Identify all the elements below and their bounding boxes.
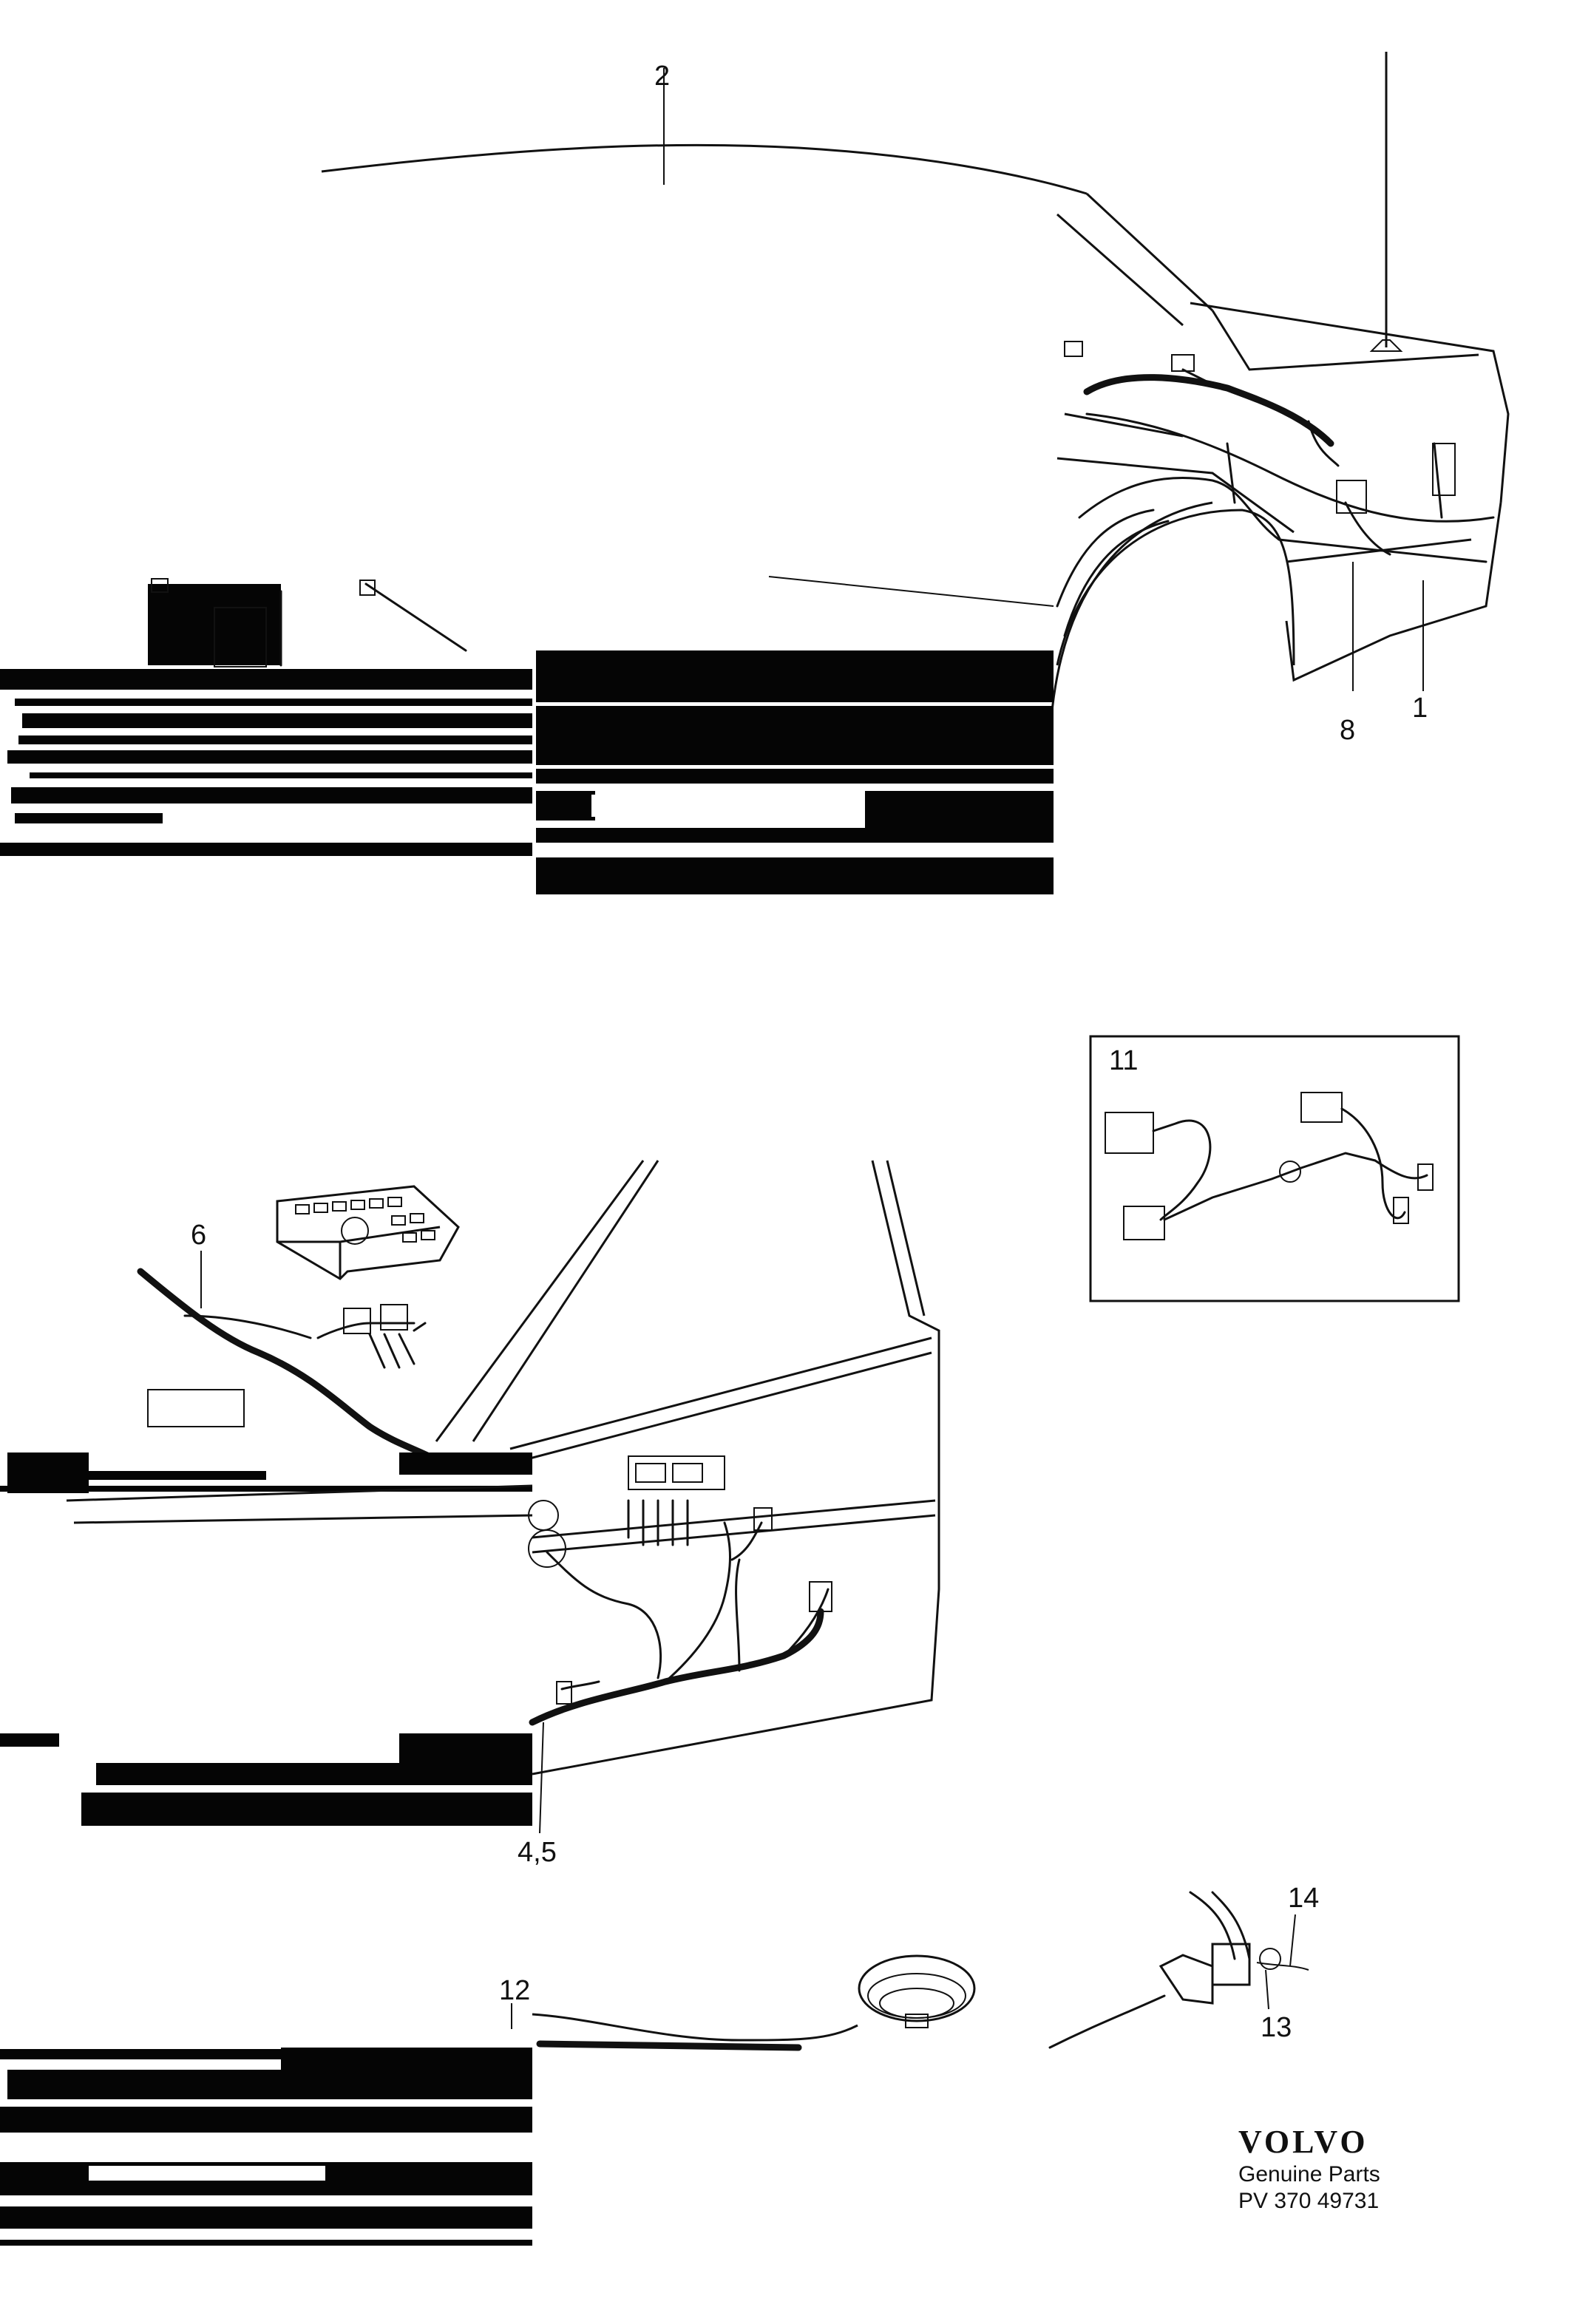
rear-harness	[1056, 341, 1495, 637]
callout-12: 12	[499, 1975, 530, 2006]
scan-artifact-middle-left	[0, 1452, 533, 1826]
leader-13	[1265, 1969, 1269, 2010]
connector-icon	[1300, 1092, 1343, 1123]
scan-artifact-top-middle	[536, 576, 1054, 894]
inset-11-box	[1089, 1035, 1460, 1302]
dash-harness-6	[137, 1268, 432, 1460]
front-door	[435, 1160, 940, 1776]
callout-13: 13	[1261, 2012, 1292, 2043]
dome-light	[858, 1954, 976, 2028]
connector-icon	[809, 1581, 832, 1612]
connector-icon	[1105, 1112, 1154, 1154]
leader-14	[1289, 1914, 1296, 1967]
fuse-box	[276, 1185, 460, 1280]
scan-artifact-top-left	[0, 578, 532, 856]
brand-block: VOLVO Genuine Parts PV 370 49731	[1238, 2123, 1416, 2214]
callout-1: 1	[1412, 693, 1428, 724]
callout-6: 6	[191, 1220, 206, 1251]
bottom-harness-12	[511, 1994, 1166, 2051]
callout-4-5: 4,5	[518, 1837, 557, 1868]
callout-2: 2	[654, 61, 670, 92]
callout-8: 8	[1340, 715, 1355, 746]
car-rear-body	[321, 52, 1510, 740]
callout-14: 14	[1288, 1883, 1319, 1914]
door-harness	[528, 1455, 832, 1726]
window-switch-icon	[628, 1455, 725, 1490]
relay-icon	[1336, 480, 1367, 514]
scan-artifact-bottom-left	[0, 2048, 532, 2246]
genuine-parts-label: Genuine Parts	[1238, 2162, 1380, 2187]
connector-icon	[1432, 443, 1456, 496]
connector-icon	[1123, 1206, 1165, 1240]
leader-4-5	[539, 1722, 544, 1834]
door-switch-13-14	[1159, 1891, 1309, 2010]
volvo-logo: VOLVO	[1238, 2124, 1368, 2160]
callout-11: 11	[1109, 1045, 1138, 1076]
connector-icon	[380, 1304, 408, 1331]
connector-icon	[343, 1308, 371, 1334]
part-number: PV 370 49731	[1238, 2189, 1380, 2213]
